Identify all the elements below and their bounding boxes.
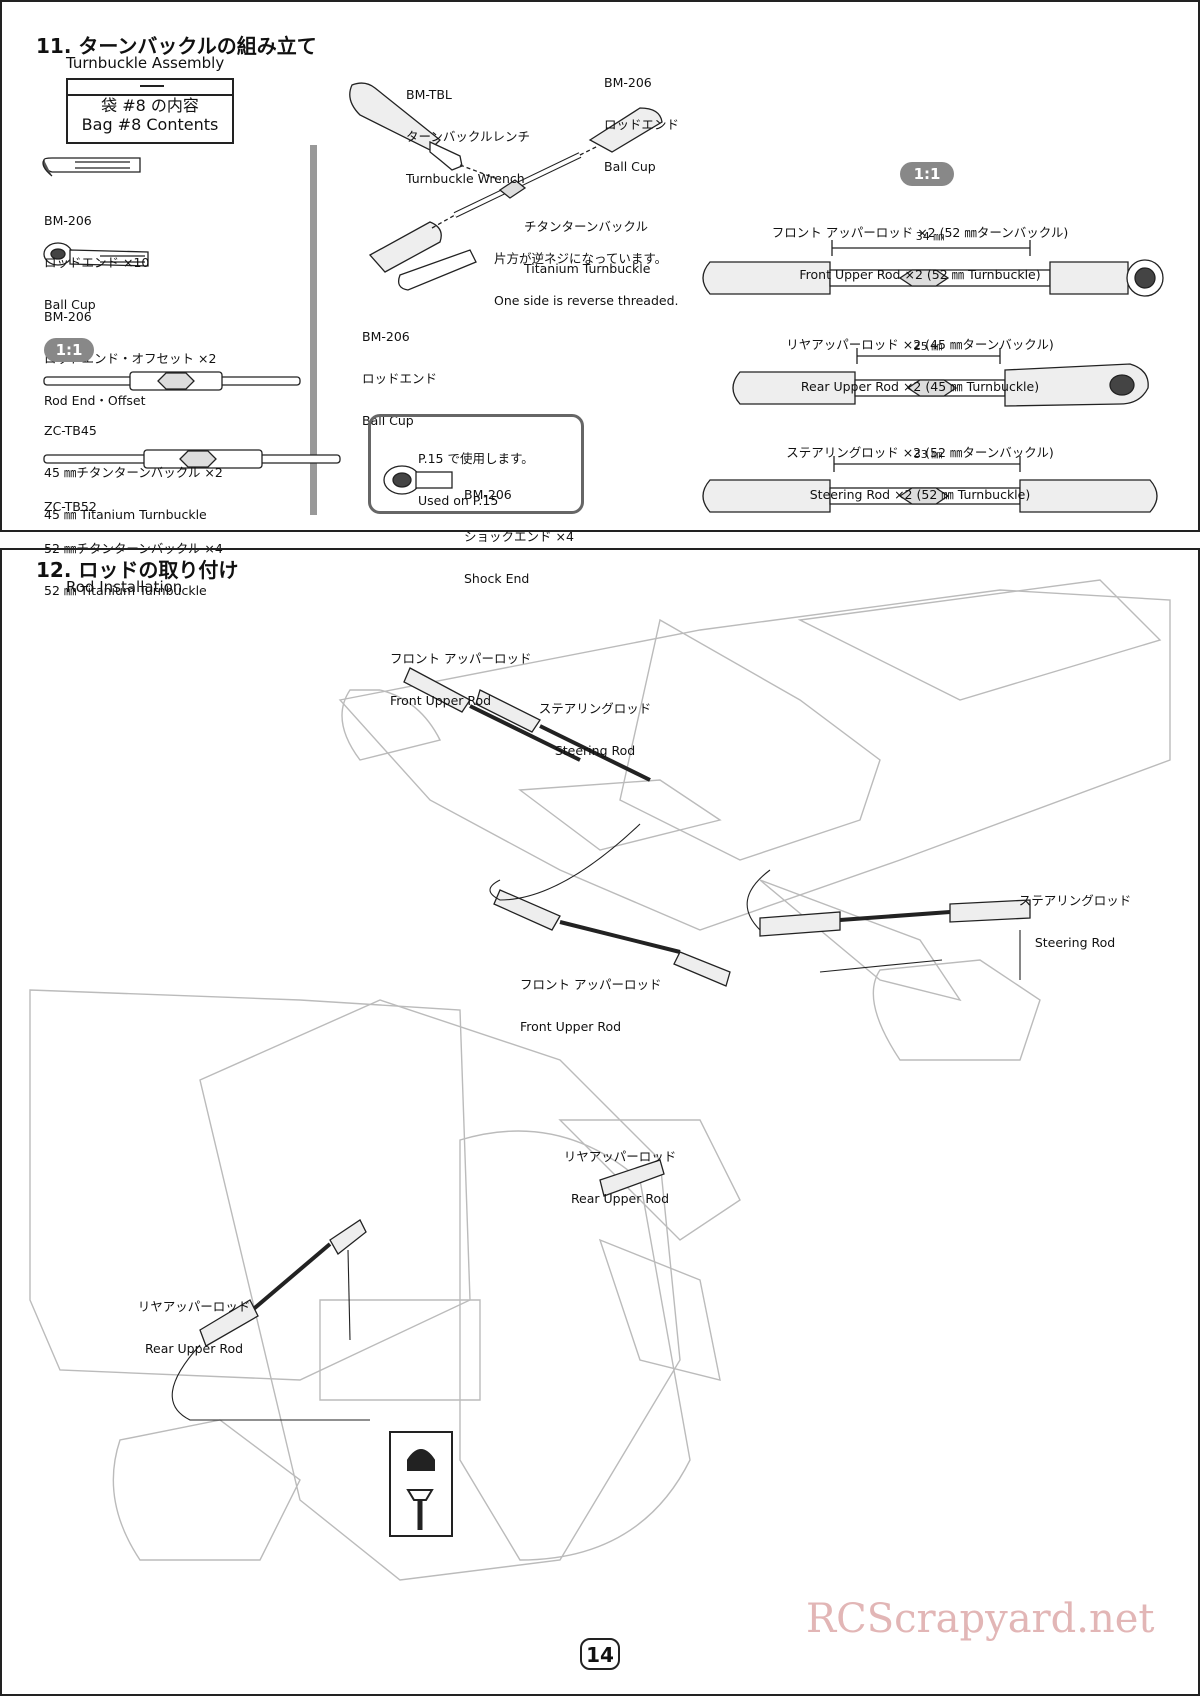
rod-name-ja: フロント アッパーロッド ×2 (52 ㎜ターンバックル) xyxy=(771,225,1069,240)
part-label-turnbuckle-45: ZC-TB45 45 ㎜チタンターンバックル ×2 45 ㎜ Titanium … xyxy=(44,396,223,536)
part-name-en: 52 ㎜ Titanium Turnbuckle xyxy=(44,583,207,598)
steering-rod-caption: ステアリングロッド ×2 (52 ㎜ターンバックル) Steering Rod … xyxy=(740,418,1100,516)
page-number: 14 xyxy=(580,1638,620,1670)
callout-front-upper-rod-top: フロント アッパーロッド Front Upper Rod xyxy=(390,624,532,722)
part-code: BM-206 xyxy=(44,213,92,228)
callout-en: Front Upper Rod xyxy=(520,1019,622,1034)
front-upper-rod-caption: フロント アッパーロッド ×2 (52 ㎜ターンバックル) Front Uppe… xyxy=(740,198,1100,296)
section-11-title: 11. ターンバックルの組み立て xyxy=(36,34,317,58)
section-12-title: 12. ロッドの取り付け xyxy=(36,558,239,582)
bag-contents-box: 袋 #8 の内容 Bag #8 Contents xyxy=(66,78,234,144)
part-name-ja: ロッドエンド xyxy=(362,371,438,386)
titanium-turnbuckle-label: チタンターンバックル Titanium Turnbuckle xyxy=(524,192,650,290)
turnbuckle-wrench-illustration xyxy=(349,82,463,171)
part-code: BM-206 xyxy=(464,487,512,502)
callout-ja: ステアリングロッド xyxy=(1018,893,1132,908)
bag-label-en: Bag #8 Contents xyxy=(81,115,219,134)
note-line-en: Used on P.15 xyxy=(418,493,499,508)
callout-ja: ステアリングロッド xyxy=(538,701,652,716)
part-name-en: Rod End・Offset xyxy=(44,393,146,408)
section-11-illustrations xyxy=(42,82,1164,515)
part-name-en: 45 ㎜ Titanium Turnbuckle xyxy=(44,507,207,522)
rod-name-ja: ステアリングロッド ×2 (52 ㎜ターンバックル) xyxy=(786,445,1054,460)
note-line-ja: P.15 で使用します。 xyxy=(418,451,534,466)
tool-name-en: Turnbuckle Wrench xyxy=(406,171,525,186)
used-on-page-15-box xyxy=(368,414,584,514)
note-ja: 片方が逆ネジになっています。 xyxy=(494,251,668,266)
part-code: BM-206 xyxy=(44,309,92,324)
kit-divider-bar xyxy=(310,145,317,515)
callout-front-upper-rod-bottom: フロント アッパーロッド Front Upper Rod xyxy=(520,950,662,1048)
part-name-en: Shock End xyxy=(464,571,530,586)
part-code: ZC-TB45 xyxy=(44,423,97,438)
rod-name-en: Front Upper Rod ×2 (52 ㎜ Turnbuckle) xyxy=(799,267,1041,282)
tool-code: BM-TBL xyxy=(406,87,452,102)
tool-name-ja: ターンバックルレンチ xyxy=(406,129,531,144)
reverse-thread-note: 片方が逆ネジになっています。 One side is reverse threa… xyxy=(494,224,679,322)
part-code: BM-206 xyxy=(604,75,652,90)
callout-ja: リヤアッパーロッド xyxy=(137,1299,251,1314)
callout-en: Rear Upper Rod xyxy=(144,1341,244,1356)
shock-end-part-icon xyxy=(383,465,453,495)
turnbuckle-52-part-icon xyxy=(43,449,341,469)
front-chassis-outline xyxy=(338,579,1171,1061)
callout-ja: フロント アッパーロッド xyxy=(390,651,532,666)
part-name-ja: ロッドエンド xyxy=(604,117,680,132)
section-12-subtitle: Rod Installation xyxy=(66,578,183,596)
section-11-panel xyxy=(0,0,1200,532)
scale-badge-rods: 1:1 xyxy=(900,162,954,186)
scale-badge-parts: 1:1 xyxy=(44,338,94,362)
section-12-panel xyxy=(0,548,1200,1696)
callout-ja: フロント アッパーロッド xyxy=(520,977,662,992)
rod-end-offset-part-icon xyxy=(43,242,149,267)
ball-cup-part-icon xyxy=(42,157,141,177)
callout-en: Steering Rod xyxy=(554,743,636,758)
bag-number-tab xyxy=(68,80,232,96)
callout-steering-rod-right: ステアリングロッド Steering Rod xyxy=(1010,866,1140,964)
part-name-ja: チタンターンバックル xyxy=(524,219,649,234)
steering-rod-length: 33 ㎜ xyxy=(913,448,943,461)
part-name-en: Ball Cup xyxy=(604,159,656,174)
part-name-en: Titanium Turnbuckle xyxy=(524,261,651,276)
section-11-subtitle: Turnbuckle Assembly xyxy=(66,54,225,72)
steering-rod-template xyxy=(702,456,1158,513)
callout-ja: リヤアッパーロッド xyxy=(563,1149,677,1164)
bag-label-ja: 袋 #8 の内容 xyxy=(101,96,199,115)
tool-label-wrench: BM-TBL ターンバックルレンチ Turnbuckle Wrench xyxy=(406,60,530,200)
callout-en: Rear Upper Rod xyxy=(570,1191,670,1206)
shock-end-label: BM-206 ショックエンド ×4 Shock End xyxy=(464,460,574,600)
callout-rear-upper-rod-right: リヤアッパーロッド Rear Upper Rod xyxy=(560,1122,680,1220)
part-name-ja: ショックエンド ×4 xyxy=(464,529,574,544)
front-upper-rod-length: 34 ㎜ xyxy=(915,230,945,243)
turnbuckle-assembly-illustration xyxy=(368,107,663,291)
grease-inset-box xyxy=(389,1431,453,1537)
part-name-en: Ball Cup xyxy=(44,297,96,312)
installed-rods xyxy=(199,667,1031,1347)
watermark: RCScrapyard.net xyxy=(806,1596,1155,1642)
part-label-ball-cup: BM-206 ロッドエンド ×10 Ball Cup xyxy=(44,186,149,326)
rod-name-en: Steering Rod ×2 (52 ㎜ Turnbuckle) xyxy=(809,487,1031,502)
callout-en: Steering Rod xyxy=(1034,935,1116,950)
rod-name-en: Rear Upper Rod ×2 (45 ㎜ Turnbuckle) xyxy=(800,379,1040,394)
rear-chassis-outline xyxy=(29,989,741,1581)
part-name-ja: ロッドエンド ×10 xyxy=(44,255,150,270)
callout-en: Front Upper Rod xyxy=(390,693,492,708)
rod-name-ja: リヤアッパーロッド ×2 (45 ㎜ターンバックル) xyxy=(786,337,1054,352)
rear-upper-rod-caption: リヤアッパーロッド ×2 (45 ㎜ターンバックル) Rear Upper Ro… xyxy=(740,310,1100,408)
callout-leaders xyxy=(171,823,1021,1421)
front-upper-rod-template xyxy=(702,240,1164,297)
note-en: One side is reverse threaded. xyxy=(494,293,679,308)
turnbuckle-45-part-icon xyxy=(43,371,301,391)
part-name-ja: 45 ㎜チタンターンバックル ×2 xyxy=(44,465,223,480)
part-code: ZC-TB52 xyxy=(44,499,97,514)
rear-upper-rod-length: 25 ㎜ xyxy=(913,340,943,353)
callout-rear-upper-rod-left: リヤアッパーロッド Rear Upper Rod xyxy=(134,1272,254,1370)
part-code: BM-206 xyxy=(362,329,410,344)
used-on-page-note: P.15 で使用します。 Used on P.15 xyxy=(418,424,534,522)
callout-steering-rod-top: ステアリングロッド Steering Rod xyxy=(530,674,660,772)
ball-cup-label-top: BM-206 ロッドエンド Ball Cup xyxy=(604,48,679,188)
rear-upper-rod-template xyxy=(732,348,1149,407)
